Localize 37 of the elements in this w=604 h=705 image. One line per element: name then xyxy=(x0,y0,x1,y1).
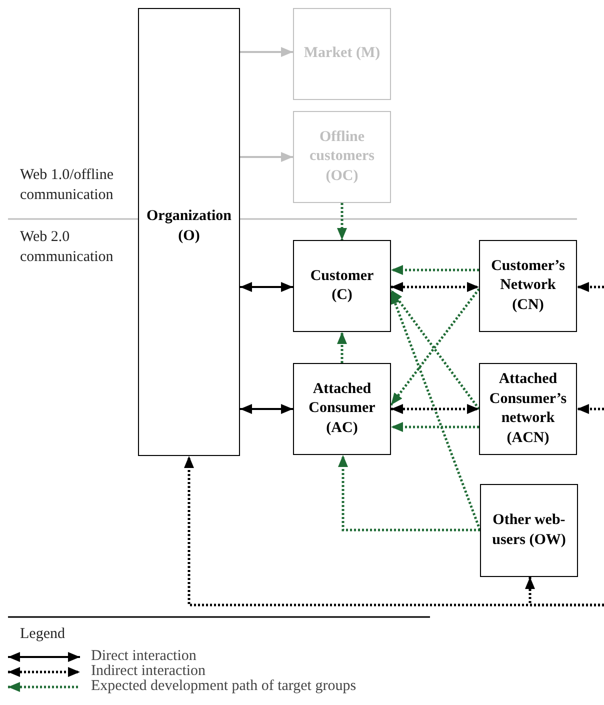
arrow xyxy=(240,47,293,57)
label-text: Legend xyxy=(20,625,66,644)
node-label: Attached Consumer’s network (ACN) xyxy=(488,370,568,448)
arrow xyxy=(240,152,293,162)
node-box xyxy=(479,363,577,455)
arrow xyxy=(391,282,479,292)
node-box xyxy=(293,111,391,203)
arrow xyxy=(338,455,480,532)
arrow xyxy=(391,265,479,275)
arrow xyxy=(577,282,604,292)
node-label: Customer (C) xyxy=(309,266,375,305)
arrow xyxy=(240,282,293,292)
arrow xyxy=(240,404,293,414)
legend-text: Expected development path of target groups xyxy=(91,679,356,694)
arrow xyxy=(391,422,479,432)
node-label: Market (M) xyxy=(304,44,380,64)
node-box xyxy=(293,240,391,332)
arrow xyxy=(390,292,482,530)
arrow xyxy=(391,404,479,414)
label-text: Web 1.0/offline communication xyxy=(20,166,114,204)
node-label: Attached Consumer (AC) xyxy=(308,380,376,438)
node-label: Organization (O) xyxy=(146,207,232,246)
legend-text: Direct interaction xyxy=(91,649,196,664)
node-box xyxy=(479,240,577,332)
arrow xyxy=(577,404,604,414)
arrow xyxy=(337,203,347,240)
arrow xyxy=(525,577,604,606)
node-box xyxy=(480,484,578,577)
node-label: Other web-users (OW) xyxy=(491,511,567,550)
label-text: Web 2.0 communication xyxy=(20,228,114,266)
arrow xyxy=(337,332,347,363)
node-label: Offline customers (OC) xyxy=(308,128,376,186)
node-label: Customer’s Network (CN) xyxy=(490,256,566,315)
node-box xyxy=(293,363,391,455)
node-box xyxy=(138,8,240,456)
node-box xyxy=(293,8,391,100)
legend-text: Indirect interaction xyxy=(91,664,206,679)
